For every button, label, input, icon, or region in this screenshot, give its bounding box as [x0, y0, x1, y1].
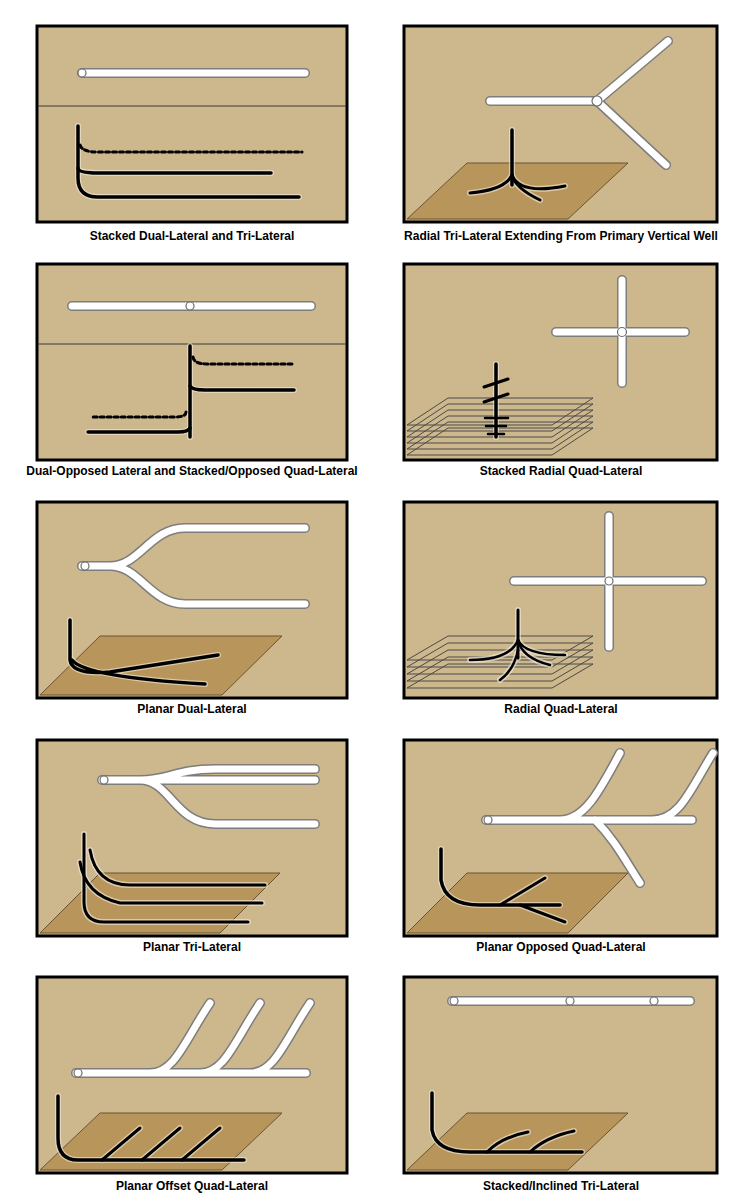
panel: [37, 264, 347, 460]
panel-caption: Radial Quad-Lateral: [504, 702, 617, 716]
panel-caption: Stacked/Inclined Tri-Lateral: [483, 1179, 639, 1193]
panel: [404, 740, 717, 936]
panel-caption: Planar Opposed Quad-Lateral: [476, 940, 645, 954]
panel-caption: Planar Offset Quad-Lateral: [116, 1179, 268, 1193]
panel-caption: Dual-Opposed Lateral and Stacked/Opposed…: [26, 464, 357, 478]
panel-caption: Planar Tri-Lateral: [143, 940, 241, 954]
panel: [404, 26, 717, 222]
panel: [404, 502, 717, 698]
panel: [404, 264, 717, 460]
panel-caption: Stacked Radial Quad-Lateral: [480, 464, 643, 478]
panel-caption: Stacked Dual-Lateral and Tri-Lateral: [90, 229, 295, 243]
panel-caption: Planar Dual-Lateral: [137, 702, 246, 716]
panel-caption: Radial Tri-Lateral Extending From Primar…: [404, 229, 718, 243]
panel: [404, 977, 717, 1173]
panel: [37, 26, 347, 222]
